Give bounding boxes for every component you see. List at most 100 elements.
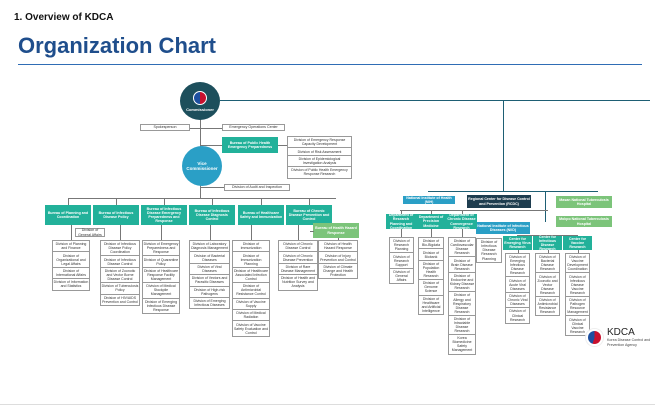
division-item[interactable]: Division of High-risk Pathogens: [190, 287, 229, 299]
phep-bureau-box[interactable]: Bureau of Public Health Emergency Prepar…: [222, 137, 278, 153]
division-item[interactable]: Division of Vaccine Development Coordina…: [566, 254, 589, 274]
division-item[interactable]: Division of Tuberculosis Policy: [101, 283, 139, 295]
center-box[interactable]: Center for Vaccine Research: [563, 236, 592, 250]
spokesperson-box[interactable]: Spokesperson: [140, 124, 190, 131]
division-item[interactable]: Division of Emergency Response Capacity …: [288, 137, 351, 149]
division-item[interactable]: Division of Chronic Viral Diseases: [506, 293, 529, 309]
center-division-list: Division of Vaccine Development Coordina…: [565, 253, 590, 336]
division-item[interactable]: Division of Quarantine Policy: [143, 256, 179, 268]
division-item[interactable]: Division of Viral Diseases: [190, 264, 229, 276]
division-item[interactable]: Division of Chronic Disease Control: [279, 241, 317, 253]
division-item[interactable]: Division of Emergency Preparedness and R…: [143, 241, 179, 257]
division-item[interactable]: Division of Medical Stockpile Management: [143, 283, 179, 299]
division-item[interactable]: Division of Cardiovascular Disease Resea…: [449, 238, 475, 258]
nih-box[interactable]: National Institute of Health (NIH): [403, 196, 455, 204]
division-item[interactable]: Division of Immunization: [233, 241, 269, 253]
niid-box[interactable]: National Institute of Infectious Disease…: [476, 222, 530, 234]
division-item[interactable]: Division of Risk Assessment: [288, 148, 351, 156]
division-item[interactable]: Division of Research Planning: [390, 238, 413, 254]
bureau-box[interactable]: Bureau of Chronic Disease Prevention and…: [286, 205, 332, 225]
division-item[interactable]: Division of Organizational and Legal Aff…: [53, 252, 89, 268]
division-item[interactable]: Division of Antimicrobial Resistance Res…: [537, 298, 558, 315]
division-item[interactable]: Division of General Affairs: [393, 270, 410, 283]
department-box[interactable]: Department of Precision Medicine: [416, 214, 446, 229]
division-item[interactable]: Division of Bio-Bigdata: [419, 238, 443, 250]
division-item[interactable]: Division of Public Health Emergency Resp…: [291, 168, 348, 177]
bureau-box[interactable]: Bureau of Health Hazard Response: [313, 223, 359, 238]
division-item[interactable]: Division of Injury Prevention and Contro…: [319, 252, 357, 264]
division-item[interactable]: Division of Allergy and Respiratory Dise…: [449, 292, 475, 316]
eoc-box[interactable]: Emergency Operations Center: [222, 124, 285, 131]
bureau-box[interactable]: Bureau of Infectious Disease Emergency P…: [141, 205, 187, 225]
division-item[interactable]: Division of Immunization Planning: [233, 252, 269, 268]
division-item[interactable]: Division of Planning and Finance: [53, 241, 89, 253]
niid-direct-division-box[interactable]: Division of Infectious Disease Research …: [476, 238, 502, 263]
division-item[interactable]: Division of Healthcare Associated Infect…: [233, 268, 269, 284]
division-item[interactable]: Division of Rare Disease Management: [279, 264, 317, 276]
division-item[interactable]: Division of Information and Statistics: [53, 280, 89, 289]
hospital-mokpo-box[interactable]: Mokpo National Tuberculosis Hospital: [556, 216, 612, 227]
division-item[interactable]: Division of Population Health Research: [419, 261, 443, 281]
division-item[interactable]: Division of Endocrine and Kidney Disease…: [449, 273, 475, 293]
division-item[interactable]: Division of Epidemiological Investigatio…: [288, 156, 351, 168]
division-item[interactable]: Division of Zoonotic and Vector Disease …: [536, 273, 559, 297]
department-box[interactable]: Department of Research Planning and Coor…: [386, 213, 416, 230]
division-item[interactable]: Division of Emerging Infectious Disease …: [506, 254, 529, 278]
division-item[interactable]: Division of Infectious Disease Vaccine R…: [566, 273, 589, 297]
center-box[interactable]: Center for Emerging Virus Research: [503, 236, 532, 250]
division-item[interactable]: Korea Biomedicine Safety Management: [451, 336, 473, 353]
connector-phep: [200, 145, 222, 146]
bureau-box[interactable]: Bureau of Infectious Disease Policy: [93, 205, 139, 225]
connector-audit: [200, 187, 224, 188]
page-title: Organization Chart: [18, 33, 217, 58]
department-box[interactable]: Department of Chronic Disease Convergenc…: [446, 213, 477, 230]
division-item[interactable]: Division of Vectors and Parasitic Diseas…: [190, 275, 229, 287]
division-item[interactable]: Division of Climate Change and Health Pr…: [322, 265, 354, 278]
division-item[interactable]: Division of Zoonotic and Vector Borne Di…: [101, 268, 139, 284]
division-item[interactable]: Division of Genome Science: [419, 280, 443, 296]
division-item[interactable]: Division of Emerging Infectious Diseases: [193, 299, 226, 308]
division-item[interactable]: Division of Bacterial Disease Research: [536, 254, 559, 274]
division-item[interactable]: Division of Brain Disease Research: [449, 257, 475, 273]
division-item[interactable]: Division of Healthcare Response Facility…: [143, 268, 179, 284]
division-item[interactable]: Division of Health and Nutrition Survey …: [280, 276, 316, 289]
connector-agencies-down: [503, 100, 504, 191]
division-item[interactable]: Division of Vaccine Supply: [233, 299, 269, 311]
bureau-box[interactable]: Bureau of Infectious Disease Diagnosis C…: [189, 205, 235, 225]
bureau-box[interactable]: Bureau of Healthcare Safety and Immuniza…: [238, 205, 284, 225]
hospital-masan-box[interactable]: Masan National Tuberculosis Hospital: [556, 196, 612, 208]
vice-commissioner-node[interactable]: Vice Commissioner: [182, 146, 222, 186]
division-item[interactable]: Division of Medical Radiation: [233, 310, 269, 322]
bureau-box[interactable]: Bureau of Planning and Coordination: [45, 205, 91, 225]
division-item[interactable]: Division of International Affairs: [53, 268, 89, 280]
division-item[interactable]: Division of Emerging Infectious Disease …: [144, 299, 178, 312]
division-item[interactable]: Division of Acute Viral Diseases: [506, 277, 529, 293]
rcdc-box[interactable]: Regional Center for Disease Control and …: [467, 195, 531, 208]
division-item[interactable]: Division of Biobank: [419, 249, 443, 261]
division-item[interactable]: Division of Chronic Disease Prevention: [279, 252, 317, 264]
connector-hospitals: [545, 191, 546, 222]
division-item[interactable]: Division of Antimicrobial Resistance Con…: [233, 283, 269, 299]
center-box[interactable]: Center for Infectious Disease Research: [533, 235, 562, 251]
audit-box[interactable]: Division of Audit and Inspection: [224, 184, 290, 191]
division-item[interactable]: Division of Health Hazard Response: [319, 241, 357, 253]
kdca-emblem-icon: [586, 328, 603, 346]
division-item[interactable]: Division of Infectious Disease Policy Co…: [101, 241, 139, 257]
division-item[interactable]: Division of Pathogen Resource Management: [566, 297, 589, 317]
division-item[interactable]: Division of Laboratory Diagnosis Managem…: [190, 241, 229, 253]
section-heading: 1. Overview of KDCA: [14, 12, 114, 23]
division-item[interactable]: Division of Research Support: [390, 253, 413, 269]
division-item[interactable]: Division of Vaccine Safety Evaluation an…: [233, 322, 269, 335]
division-item[interactable]: Division of Healthcare and Artificial In…: [421, 296, 441, 313]
division-item[interactable]: Division of Clinical Vaccine Research: [569, 317, 586, 334]
division-item[interactable]: Division of Clinical Research: [509, 309, 526, 322]
korea-emblem-icon: [193, 90, 207, 105]
division-item[interactable]: Division of Intractable Disease Research: [449, 316, 475, 336]
division-item[interactable]: Division of HIV/AIDS Prevention and Cont…: [102, 295, 138, 304]
division-item[interactable]: Division of Infectious Disease Control: [101, 256, 139, 268]
general-affairs-box[interactable]: Division of General Affairs: [75, 228, 105, 237]
commissioner-node[interactable]: Commissioner: [180, 82, 220, 120]
division-item[interactable]: Division of Bacterial Diseases: [190, 252, 229, 264]
